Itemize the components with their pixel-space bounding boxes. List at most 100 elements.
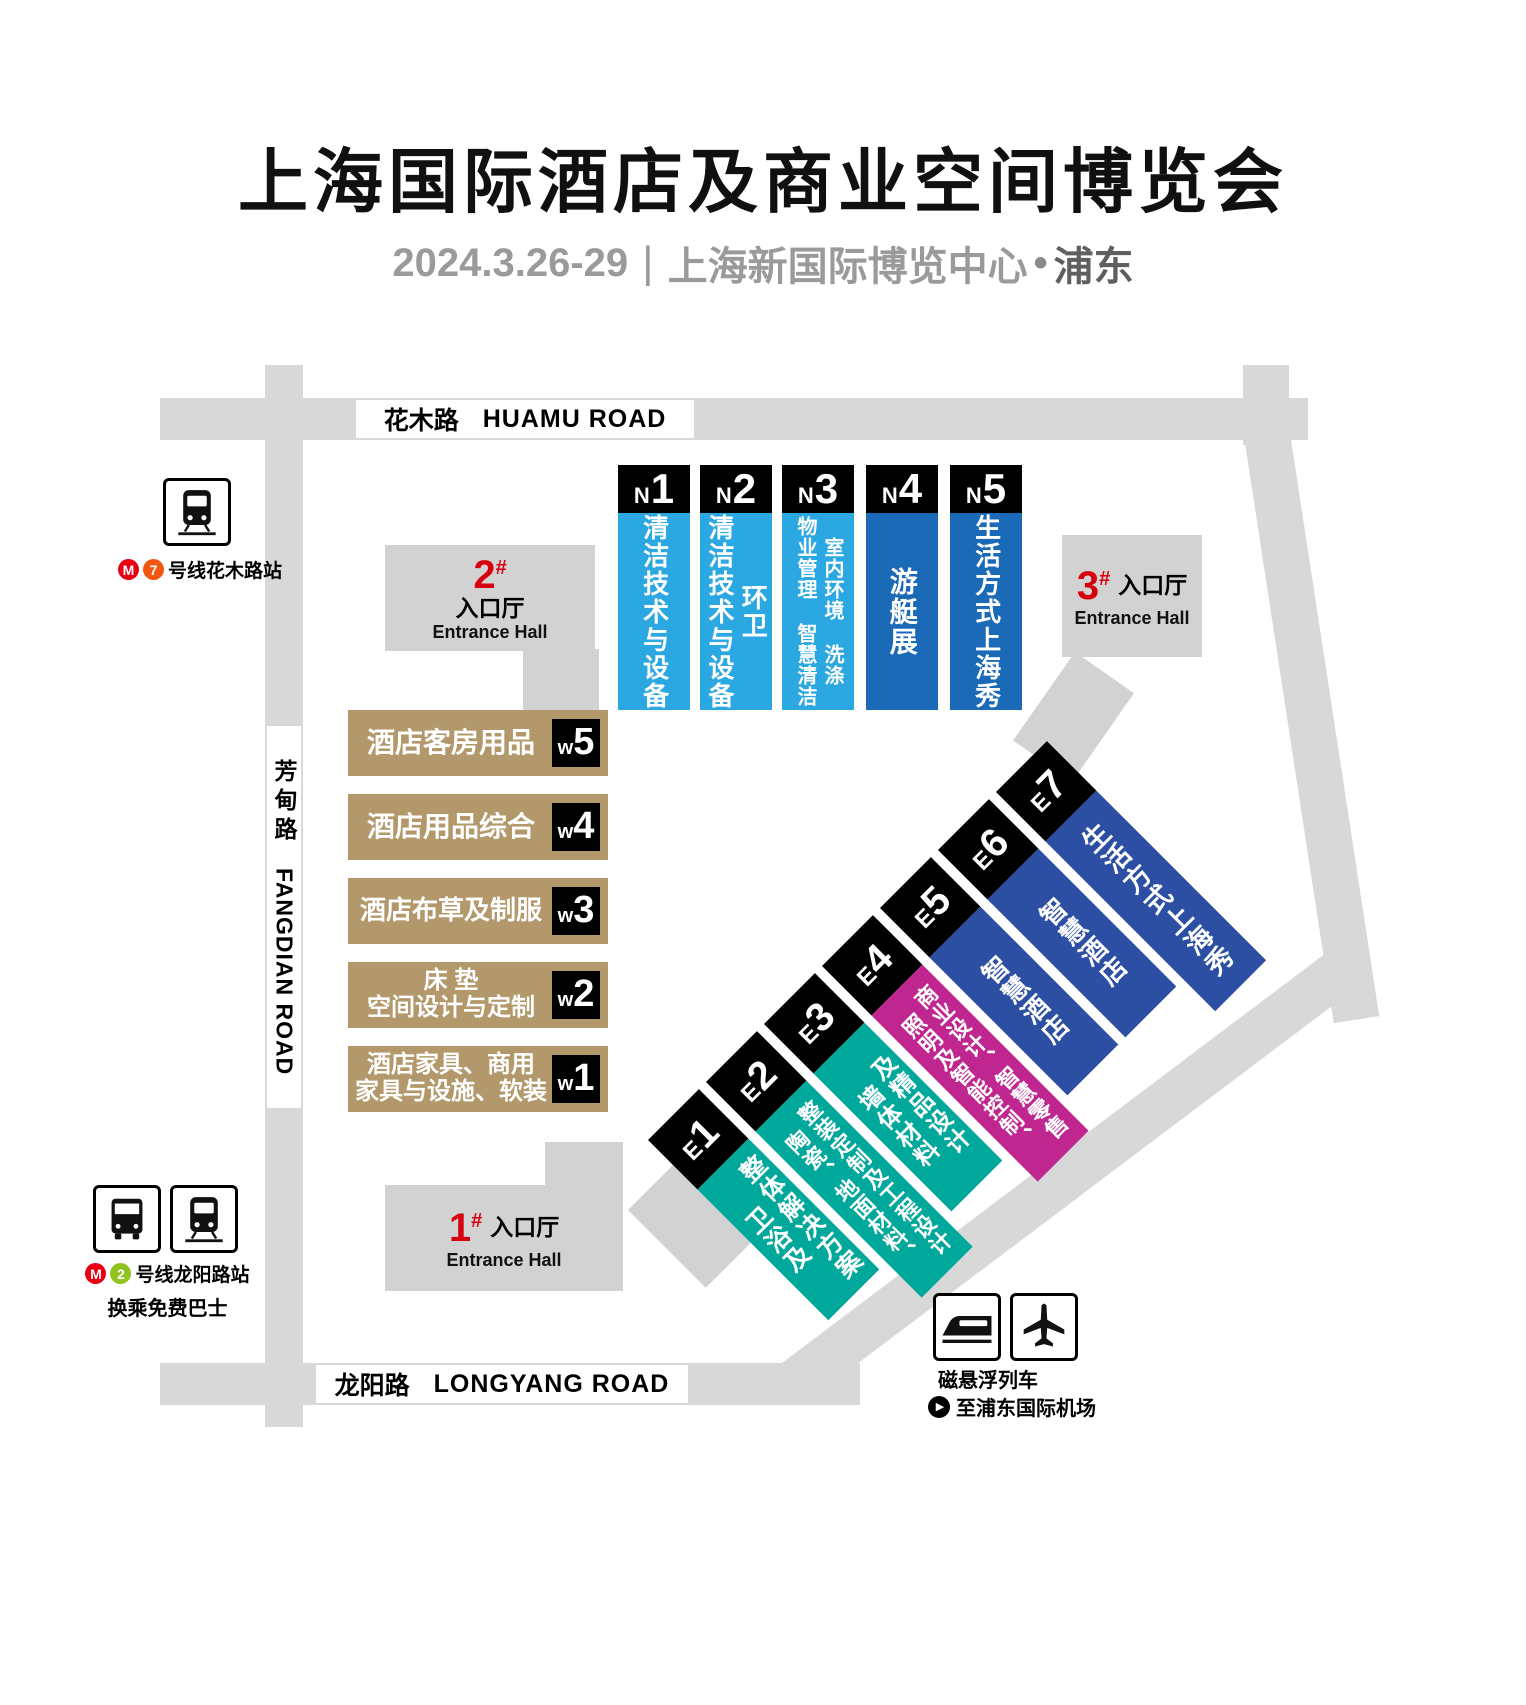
hall-N2-num: 2 [732, 465, 757, 512]
hall-N4-text: 游艇展 [886, 566, 918, 657]
entrance-hall-1-label-en: Entrance Hall [446, 1249, 562, 1270]
hall-N1-body: 清洁技术与设备 [618, 513, 690, 710]
hall-N3-text-1: 物业管理 智慧清洁 [794, 516, 816, 707]
hall-W5-text: 酒店客房用品 [366, 727, 535, 759]
hall-N1-text: 清洁技术与设备 [639, 513, 670, 710]
metro-logo-icon: M [85, 1263, 107, 1284]
entrance-hall-1-number: 1# [449, 1207, 482, 1249]
hall-W2-body: 床 垫空间设计与定制 [352, 962, 550, 1028]
maglev-icon-box [933, 1293, 1001, 1361]
shuttle-bus-text: 换乘免费巴士 [107, 1298, 228, 1320]
maglev-destination: ▶ 至浦东国际机场 [928, 1392, 1096, 1421]
entrance-hall-1: 1# 入口厅 Entrance Hall [385, 1185, 623, 1291]
huamu-station-text: 号线花木路站 [167, 561, 282, 582]
maglev-destination-text: 至浦东国际机场 [956, 1398, 1096, 1420]
event-date: 2024.3.26-29 [392, 240, 629, 285]
hall-W4-body: 酒店用品综合 [352, 794, 550, 860]
longyang-road-name-cn: 龙阳路 [334, 1372, 410, 1400]
hall-W1-num: 1 [573, 1057, 595, 1099]
hall-N1-prefix: N [633, 483, 650, 508]
hall-N4-prefix: N [881, 483, 898, 508]
entrance-hall-1-label-cn: 入口厅 [490, 1214, 560, 1241]
entrance-hall-3: 3# 入口厅 Entrance Hall [1062, 535, 1202, 657]
entrance-hall-2: 2# 入口厅 Entrance Hall [385, 545, 595, 651]
longyang-road-name-en: LONGYANG ROAD [433, 1369, 670, 1398]
shuttle-bus-note: 换乘免费巴士 [65, 1292, 270, 1321]
entrance-1-hash: # [471, 1209, 483, 1232]
longyang-road-label: 龙阳路 LONGYANG ROAD [316, 1365, 688, 1403]
hall-W2-num: 2 [573, 973, 595, 1015]
fangdian-road-label: 芳甸路 FANGDIAN ROAD [267, 726, 301, 1108]
page-subtitle: 2024.3.26-29 | 上海新国际博览中心 • 浦东 [0, 234, 1526, 292]
hall-N5-num: 5 [982, 465, 1007, 512]
fangdian-road-name-en: FANGDIAN ROAD [271, 867, 298, 1076]
hall-W1-prefix: w [557, 1073, 574, 1095]
hall-W5-prefix: w [557, 737, 574, 759]
metro-logo-icon: M [117, 559, 139, 580]
maglev-label: 磁悬浮列车 [938, 1364, 1038, 1393]
line2-badge: 2 [110, 1263, 132, 1284]
hall-N3-body: 物业管理 智慧清洁室内环境 洗涤 [782, 513, 854, 710]
entrance-3-num: 3 [1076, 563, 1100, 608]
hall-N2-prefix: N [715, 483, 732, 508]
longyang-train-icon-box [170, 1185, 238, 1253]
entrance-hall-3-row: 3# 入口厅 [1077, 565, 1187, 607]
entrance-1-connector-top [545, 1142, 623, 1188]
hall-W4-text: 酒店用品综合 [366, 811, 535, 843]
bus-icon [111, 1198, 143, 1240]
train-icon [185, 1197, 223, 1243]
hall-N2-text-2: 环卫 [738, 583, 769, 640]
entrance-hall-3-label-en: Entrance Hall [1074, 607, 1190, 628]
hall-W1-body: 酒店家具、商用家具与设施、软装 [352, 1046, 550, 1112]
entrance-1-num: 1 [448, 1205, 472, 1250]
fangdian-road-name-cn: 芳甸路 [271, 758, 297, 846]
venue-name: 上海新国际博览中心 [667, 245, 1028, 289]
hall-W5-num: 5 [573, 721, 595, 763]
entrance-hall-1-row: 1# 入口厅 [449, 1207, 559, 1249]
huamu-road-name-cn: 花木路 [383, 407, 459, 435]
hall-W2-prefix: w [557, 989, 574, 1011]
hall-N5-text: 生活方式上海秀 [971, 513, 1002, 710]
line7-badge: 7 [142, 559, 164, 580]
play-arrow-icon: ▶ [928, 1395, 950, 1418]
hall-N4-num: 4 [898, 465, 923, 512]
huamu-road-label: 花木路 HUAMU ROAD [356, 400, 694, 438]
longyang-bus-icon-box [93, 1185, 161, 1253]
hall-N2-body: 清洁技术与设备环卫 [700, 513, 772, 710]
entrance-hall-3-number: 3# [1077, 565, 1110, 607]
entrance-hall-2-label-cn: 入口厅 [455, 595, 525, 622]
airplane-icon [1023, 1303, 1065, 1347]
maglev-text: 磁悬浮列车 [938, 1370, 1038, 1392]
hall-W3-prefix: w [557, 905, 574, 927]
huamu-station-label: M 7 号线花木路站 [110, 556, 290, 583]
hall-W2-text-1: 床 垫 [423, 967, 479, 995]
entrance-hall-2-number: 2# [473, 554, 506, 596]
venue-district: 浦东 [1053, 245, 1134, 289]
hall-N3-num: 3 [814, 465, 839, 512]
entrance-hall-2-label-en: Entrance Hall [432, 621, 548, 642]
entrance-3-hash: # [1099, 567, 1111, 590]
hall-N2-text-1: 清洁技术与设备 [705, 513, 735, 710]
hall-W3-num: 3 [573, 889, 595, 931]
hall-N3-prefix: N [797, 483, 814, 508]
airport-icon-box [1010, 1293, 1078, 1361]
hall-W4-prefix: w [557, 821, 574, 843]
hall-W1-text-1: 酒店家具、商用 [367, 1051, 535, 1079]
